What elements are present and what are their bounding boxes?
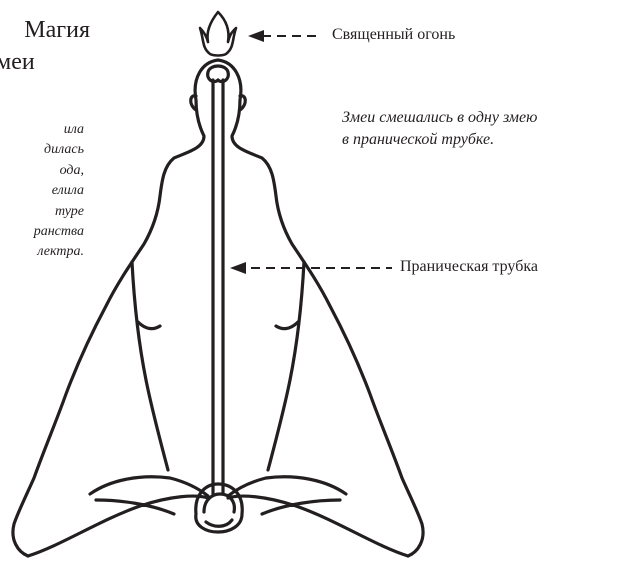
sacred-flame-icon [200, 12, 236, 56]
serpents-note-line-2: в пранической трубке. [342, 129, 537, 151]
torso-right [268, 262, 304, 470]
shoulder-blade-right [276, 322, 298, 329]
shoulder-blade-left [138, 322, 160, 329]
serpent-coil [196, 484, 242, 532]
torso-left [132, 262, 168, 470]
pranic-tube-label: Праническая трубка [400, 258, 538, 276]
legs-outline [28, 477, 408, 556]
serpents-note: Змеи смешались в одну змею в пранической… [342, 107, 537, 151]
serpents-note-line-1: Змеи смешались в одну змею [342, 107, 537, 129]
tube-top [208, 66, 229, 82]
pranic-tube [213, 80, 223, 494]
tube-arrow-icon [230, 262, 246, 274]
fire-arrow-icon [248, 30, 264, 42]
sacred-fire-label: Священный огонь [332, 26, 455, 44]
